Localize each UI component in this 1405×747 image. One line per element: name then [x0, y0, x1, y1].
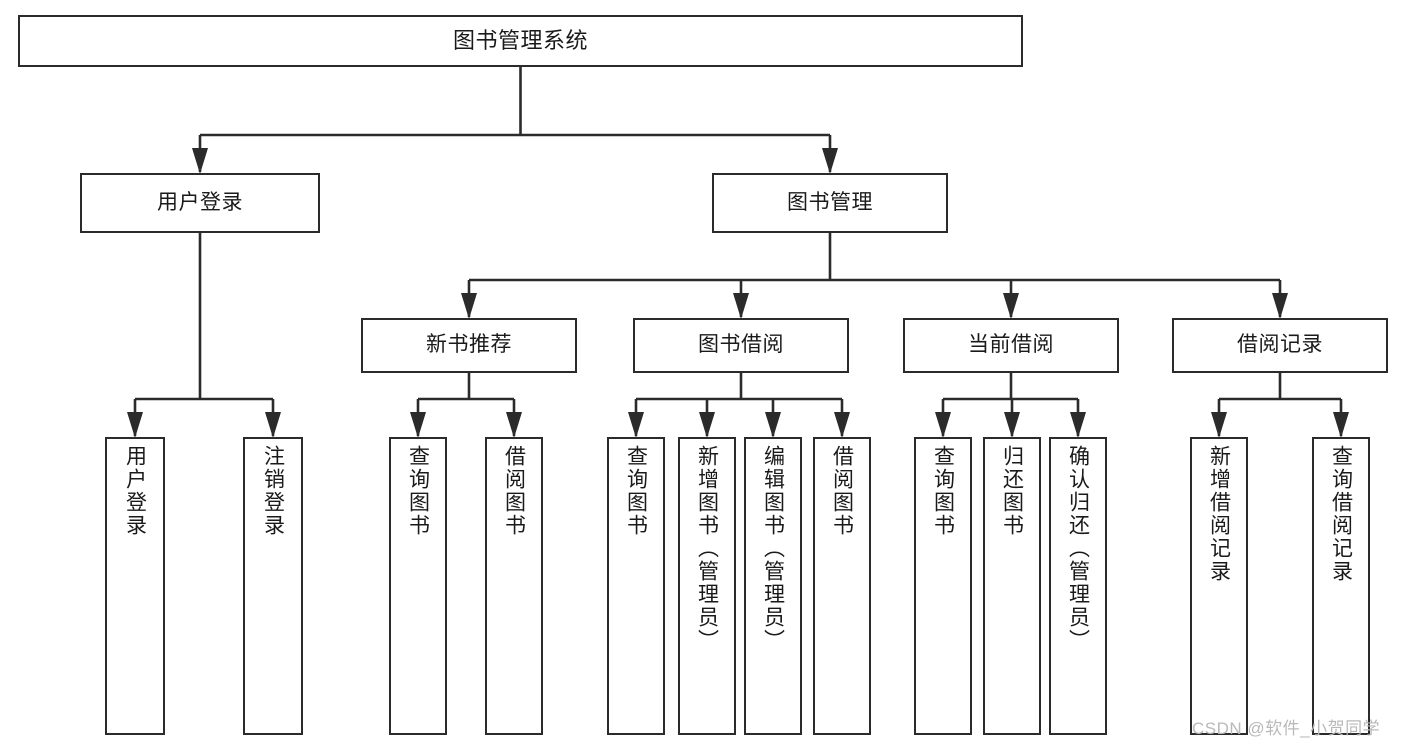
node-label: 图书管理系统: [452, 28, 588, 54]
node-book-manage[interactable]: 图书管理: [712, 173, 948, 233]
node-user-login[interactable]: 用户登录: [80, 173, 320, 233]
node-leaf-borrow-book-1[interactable]: 借阅图书: [485, 437, 543, 735]
node-borrow-record[interactable]: 借阅记录: [1172, 318, 1388, 373]
node-label: 用户登录: [123, 445, 147, 537]
node-root[interactable]: 图书管理系统: [18, 15, 1023, 67]
watermark-text: CSDN @软件_小贺同学: [1192, 719, 1381, 738]
node-leaf-query-record[interactable]: 查询借阅记录: [1312, 437, 1370, 735]
node-leaf-logout[interactable]: 注销登录: [243, 437, 303, 735]
node-label: 查询图书: [406, 445, 430, 537]
node-leaf-borrow-book-2[interactable]: 借阅图书: [813, 437, 871, 735]
node-leaf-edit-book[interactable]: 编辑图书（管理员）: [744, 437, 802, 735]
node-leaf-add-book[interactable]: 新增图书（管理员）: [678, 437, 736, 735]
node-book-borrow[interactable]: 图书借阅: [633, 318, 849, 373]
node-label: 当前借阅: [968, 333, 1054, 357]
node-new-book-rec[interactable]: 新书推荐: [361, 318, 577, 373]
node-label: 图书管理: [787, 190, 873, 214]
node-label: 借阅图书: [830, 445, 854, 537]
node-label: 确认归还（管理员）: [1066, 445, 1090, 652]
node-leaf-query-book-1[interactable]: 查询图书: [389, 437, 447, 735]
node-leaf-confirm-return[interactable]: 确认归还（管理员）: [1049, 437, 1107, 735]
node-label: 用户登录: [157, 190, 243, 214]
node-leaf-query-book-3[interactable]: 查询图书: [914, 437, 972, 735]
node-label: 新增图书（管理员）: [695, 445, 719, 652]
node-label: 查询图书: [624, 445, 648, 537]
node-label: 图书借阅: [698, 333, 784, 357]
node-label: 新增借阅记录: [1207, 445, 1231, 583]
node-leaf-return-book[interactable]: 归还图书: [983, 437, 1041, 735]
node-label: 借阅图书: [502, 445, 526, 537]
node-label: 注销登录: [261, 445, 285, 537]
node-label: 编辑图书（管理员）: [761, 445, 785, 652]
node-current-borrow[interactable]: 当前借阅: [903, 318, 1119, 373]
node-label: 查询图书: [931, 445, 955, 537]
node-label: 新书推荐: [426, 333, 512, 357]
node-label: 归还图书: [1000, 445, 1024, 537]
node-label: 查询借阅记录: [1329, 445, 1353, 583]
node-leaf-query-book-2[interactable]: 查询图书: [607, 437, 665, 735]
node-label: 借阅记录: [1237, 333, 1323, 357]
node-leaf-user-login[interactable]: 用户登录: [105, 437, 165, 735]
node-leaf-add-record[interactable]: 新增借阅记录: [1190, 437, 1248, 735]
